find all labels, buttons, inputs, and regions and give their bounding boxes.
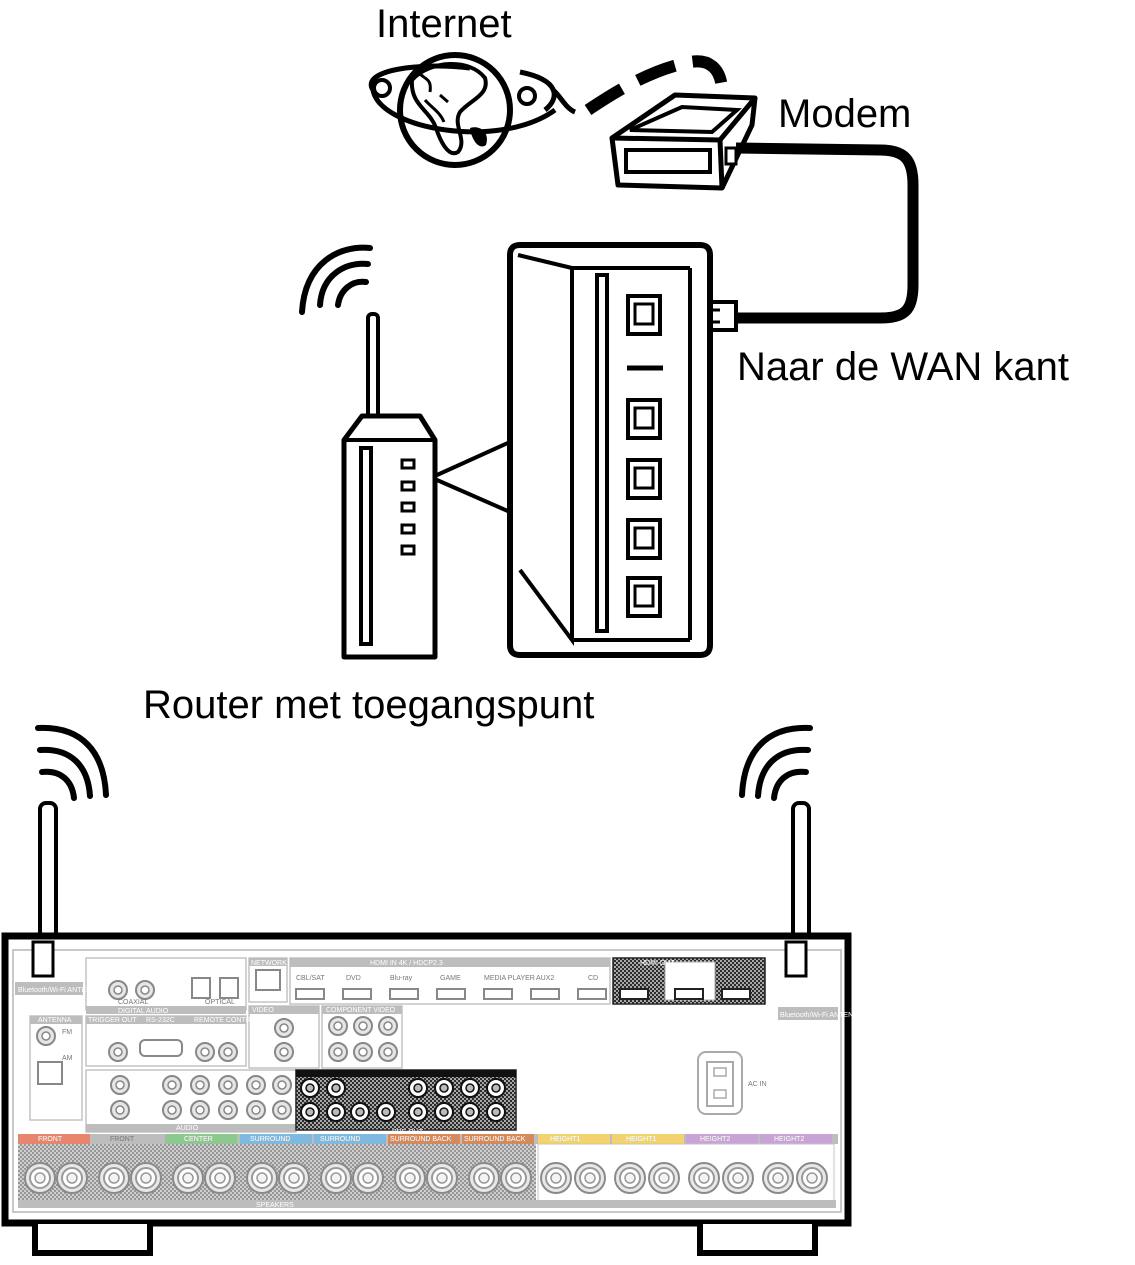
digital-audio-label: DIGITAL AUDIO [118,1008,169,1015]
pre-out-label: PRE OUT [392,1129,424,1136]
internet-modem-link [584,55,728,115]
speaker-section-label: SURROUND [250,1136,290,1143]
lan-port-icon [626,398,662,440]
wan-port-icon [626,294,662,336]
router-icon [341,312,438,660]
speaker-section-label: HEIGHT2 [774,1136,804,1143]
router-label: Router met toegangspunt [143,683,595,727]
hdmi-input-label: GAME [440,975,461,982]
wan-cable [735,142,919,324]
speaker-section-label: CENTER [184,1136,213,1143]
fm-label: FM [62,1029,72,1036]
hdmi-input-label: MEDIA PLAYER [484,975,535,982]
lan-port-icon [626,576,662,618]
internet-globe-icon [368,52,577,168]
hdmi-input-label: Blu-ray [390,975,413,982]
optical-label: OPTICAL [205,999,235,1006]
video-label: VIDEO [252,1007,274,1014]
trigger-out-label: TRIGGER OUT [88,1017,137,1024]
am-label: AM [62,1055,73,1062]
remote-control-label: REMOTE CONTROL [194,1017,260,1024]
ac-in-label: AC IN [748,1081,767,1088]
hdmi-in-label: HDMI IN 4K / HDCP2.3 [370,960,443,967]
speakers-label: SPEAKERS [256,1202,294,1209]
av-receiver: Bluetooth/Wi-Fi ANTENNA Bluetooth/Wi-Fi … [1,932,863,1256]
component-video-label: COMPONENT VIDEO [326,1007,396,1014]
coaxial-label: COAXIAL [118,999,148,1006]
lan-port-icon [626,518,662,560]
hdmi-out-label: HDMI OUT [640,960,675,967]
speaker-section-label: FRONT [38,1136,63,1143]
wan-side-label: Naar de WAN kant [737,345,1069,389]
audio-label: AUDIO [176,1125,199,1132]
internet-label: Internet [376,2,512,46]
modem-label: Modem [778,92,912,136]
router-ports-closeup [507,242,713,658]
hdmi-input-label: CD [588,975,598,982]
antenna-label: ANTENNA [38,1017,72,1024]
speaker-section-label: SURROUND [320,1136,360,1143]
speaker-section-label: SURROUND BACK [390,1136,452,1143]
rs232c-label: RS-232C [146,1017,175,1024]
hdmi-input-label: DVD [346,975,361,982]
speaker-section-label: HEIGHT2 [700,1136,730,1143]
router-wifi-waves-icon [299,244,373,315]
speaker-section-label: SURROUND BACK [464,1136,526,1143]
network-label: NETWORK [251,960,287,967]
lan-port-icon [626,458,662,500]
hdmi-input-label: AUX2 [536,975,554,982]
antenna-left-label: Bluetooth/Wi-Fi ANTENNA [18,987,101,994]
speaker-section-label: HEIGHT1 [626,1136,656,1143]
modem-icon [609,92,758,191]
antenna-right-label: Bluetooth/Wi-Fi ANTENNA [780,1012,863,1019]
hdmi-input-label: CBL/SAT [296,975,325,982]
speaker-section-label: HEIGHT1 [550,1136,580,1143]
speaker-section-label: FRONT [110,1136,135,1143]
zoom-callout [436,440,511,514]
